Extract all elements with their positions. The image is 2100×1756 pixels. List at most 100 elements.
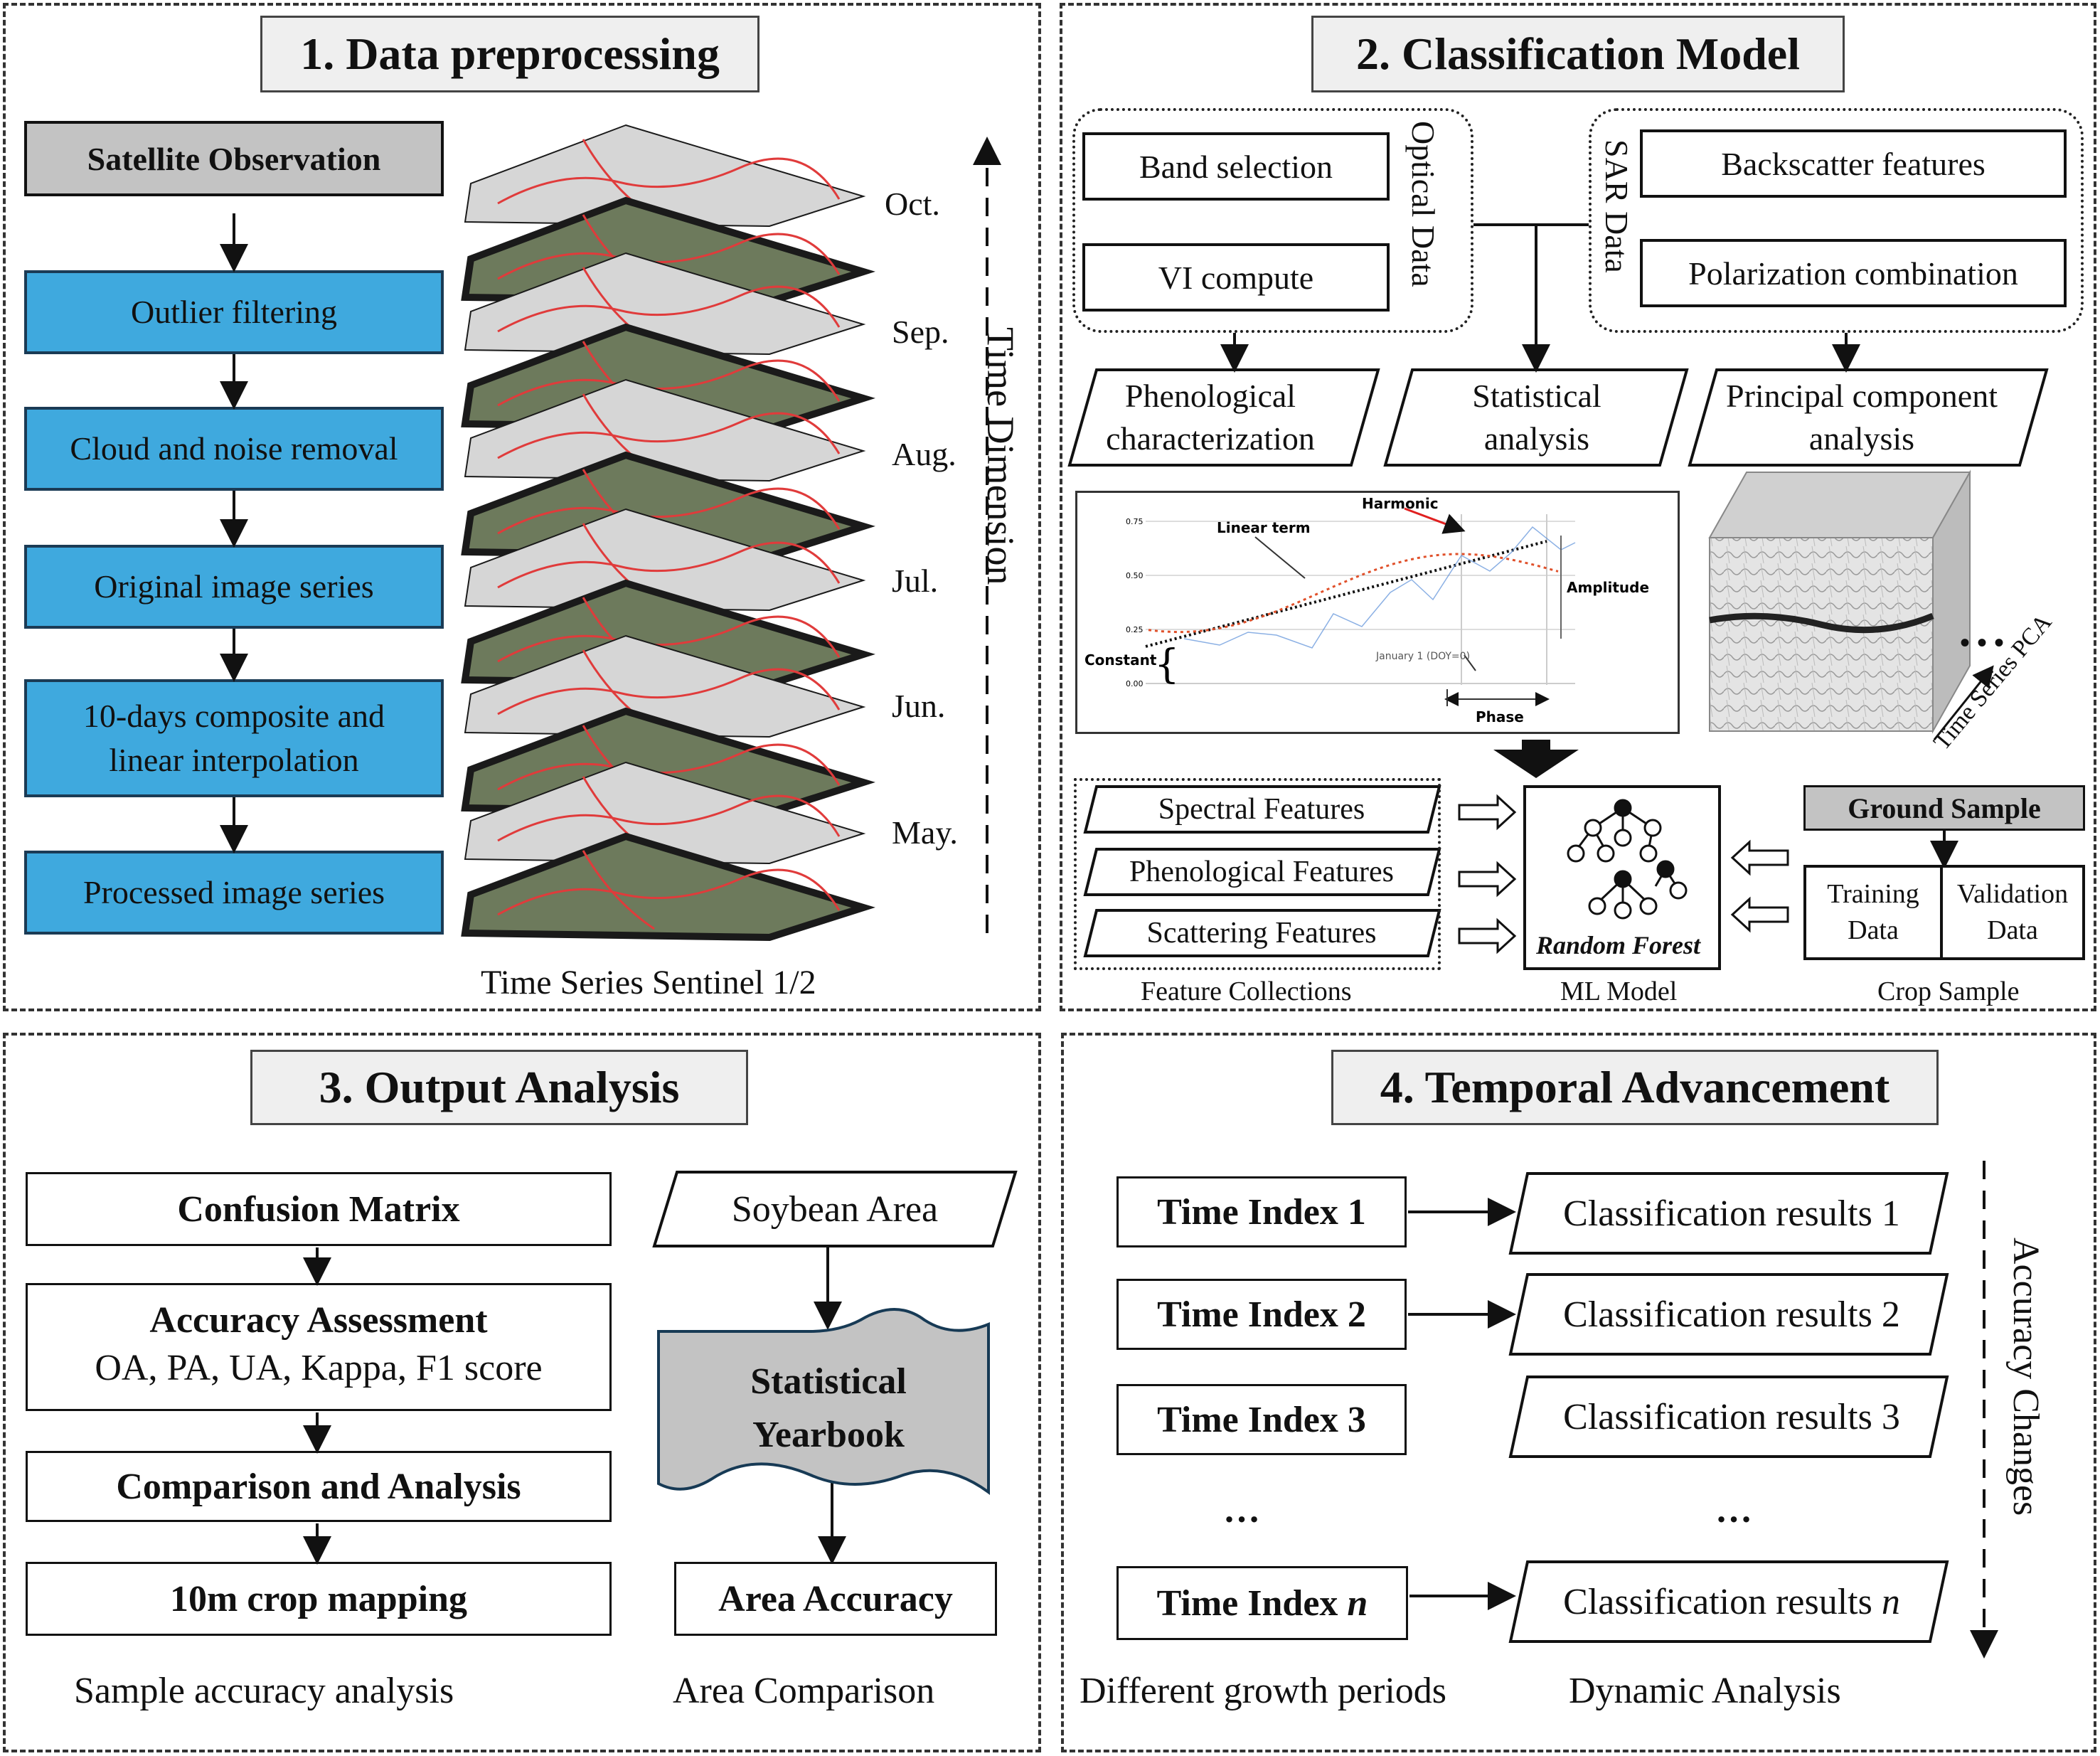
classification-results-ellipsis: … (1715, 1490, 1752, 1531)
y-tick-000: 0.00 (1126, 679, 1144, 688)
panel3-title: 3. Output Analysis (250, 1050, 748, 1125)
month-jul: Jul. (892, 563, 939, 599)
scattering-features-label: Scattering Features (1146, 917, 1377, 949)
constant-label: Constant (1084, 651, 1157, 669)
crop-mapping-box: 10m crop mapping (26, 1562, 612, 1636)
panel4-caption-right: Dynamic Analysis (1569, 1671, 1841, 1711)
big-down-arrow (1493, 740, 1579, 778)
processed-image-series-box: Processed image series (24, 851, 444, 935)
time-index-1-box: Time Index 1 (1116, 1176, 1407, 1247)
month-aug: Aug. (892, 436, 956, 472)
time-index-3-box: Time Index 3 (1116, 1384, 1407, 1455)
accuracy-assessment-title: Accuracy Assessment (149, 1300, 488, 1341)
statistical-yearbook-label: Statistical Yearbook (750, 1361, 907, 1455)
y-tick-075: 0.75 (1126, 517, 1144, 526)
vi-compute-box: VI compute (1082, 243, 1390, 312)
harmonic-label: Harmonic (1362, 495, 1439, 512)
accuracy-changes-label: Accuracy Changes (2005, 1238, 2046, 1516)
sar-data-group (1589, 108, 2084, 333)
band-selection-box: Band selection (1082, 132, 1390, 201)
random-forest-label: Random Forest (1536, 931, 1701, 959)
backscatter-features-box: Backscatter features (1640, 129, 2067, 198)
boundary-line (497, 850, 841, 930)
y-tick-025: 0.25 (1126, 625, 1144, 634)
phenological-features-label: Phenological Features (1129, 856, 1395, 888)
cloud-noise-removal-box: Cloud and noise removal (24, 407, 444, 491)
january-label: January 1 (DOY=0) (1375, 651, 1470, 662)
month-may: May. (892, 814, 958, 851)
outlier-filtering-box: Outlier filtering (24, 270, 444, 354)
area-accuracy-box: Area Accuracy (674, 1562, 997, 1636)
classification-results-2: Classification results 2 (1563, 1294, 1900, 1335)
panel-classification-model (1060, 3, 2096, 1011)
statistical-yearbook-shape (657, 1308, 990, 1495)
ml-model-caption: ML Model (1560, 977, 1678, 1006)
satellite-observation-box: Satellite Observation (24, 121, 444, 196)
statistical-analysis-label: Statistical analysis (1472, 378, 1601, 457)
phase-label: Phase (1476, 708, 1524, 725)
harmonic-curve (1148, 553, 1559, 634)
crop-sample-caption: Crop Sample (1877, 977, 2020, 1006)
amplitude-label: Amplitude (1567, 579, 1649, 596)
optical-layer (461, 832, 875, 942)
phenological-characterization-label: Phenological characterization (1106, 378, 1315, 457)
time-index-n-prefix: Time Index (1156, 1582, 1348, 1624)
month-jun: Jun. (892, 688, 946, 724)
training-data-box: Training Data (1803, 865, 1943, 960)
time-index-2-box: Time Index 2 (1116, 1279, 1407, 1350)
comparison-analysis-box: Comparison and Analysis (26, 1451, 612, 1522)
feature-collections-caption: Feature Collections (1141, 977, 1352, 1006)
panel4-caption-left: Different growth periods (1080, 1671, 1447, 1711)
panel4-title: 4. Temporal Advancement (1331, 1050, 1939, 1125)
panel-output-analysis (3, 1033, 1041, 1752)
classification-results-n-var: n (1881, 1581, 1900, 1622)
pca-ellipsis: • • • (1960, 627, 2005, 659)
y-tick-050: 0.50 (1126, 571, 1144, 580)
classification-results-n-prefix: Classification results (1563, 1581, 1882, 1622)
month-sep: Sep. (892, 314, 949, 350)
panel-temporal-advancement (1061, 1033, 2096, 1752)
optical-data-group (1072, 108, 1473, 333)
month-oct: Oct. (885, 186, 940, 222)
classification-results-1: Classification results 1 (1563, 1193, 1900, 1234)
panel3-caption-right: Area Comparison (673, 1671, 935, 1711)
statistical-parallelogram (1383, 368, 1689, 467)
accuracy-metrics: OA, PA, UA, Kappa, F1 score (95, 1348, 543, 1388)
spectral-features-label: Spectral Features (1158, 793, 1365, 826)
feature-collections-group (1074, 778, 1441, 970)
pca-label: Principal component analysis (1726, 378, 1998, 457)
ground-sample-box: Ground Sample (1803, 785, 2085, 831)
confusion-matrix-box: Confusion Matrix (26, 1172, 612, 1246)
harmonic-chart: 0.75 0.50 0.25 0.00 Harmonic Linear term… (1075, 491, 1680, 734)
classification-results-n: Classification results n (1522, 1563, 1941, 1640)
polarization-combination-box: Polarization combination (1640, 239, 2067, 307)
panel-data-preprocessing (3, 3, 1041, 1011)
svg-text:{: { (1154, 642, 1180, 688)
soybean-area-parallelogram (652, 1171, 1018, 1247)
accuracy-assessment-box: Accuracy Assessment OA, PA, UA, Kappa, F… (26, 1283, 612, 1411)
random-forest-box (1523, 785, 1721, 970)
validation-data-box: Validation Data (1940, 865, 2085, 960)
panel3-caption-left: Sample accuracy analysis (74, 1671, 454, 1711)
panel1-caption: Time Series Sentinel 1/2 (481, 964, 816, 1001)
original-image-series-box: Original image series (24, 545, 444, 629)
phenological-parallelogram (1067, 368, 1380, 467)
linear-term-line (1145, 540, 1547, 648)
time-index-n-var: n (1347, 1582, 1368, 1624)
pca-parallelogram (1688, 368, 2049, 467)
harmonic-plot: 0.75 0.50 0.25 0.00 Harmonic Linear term… (1084, 495, 1649, 725)
panel1-title: 1. Data preprocessing (260, 16, 759, 92)
time-index-n-box: Time Index n (1116, 1566, 1408, 1640)
composite-interpolation-box: 10-days composite and linear interpolati… (24, 679, 444, 797)
time-index-ellipsis: … (1223, 1490, 1260, 1531)
soybean-area-label: Soybean Area (731, 1188, 939, 1230)
linear-term-label: Linear term (1217, 519, 1311, 536)
classification-results-3: Classification results 3 (1563, 1396, 1900, 1437)
panel2-title: 2. Classification Model (1311, 16, 1845, 92)
